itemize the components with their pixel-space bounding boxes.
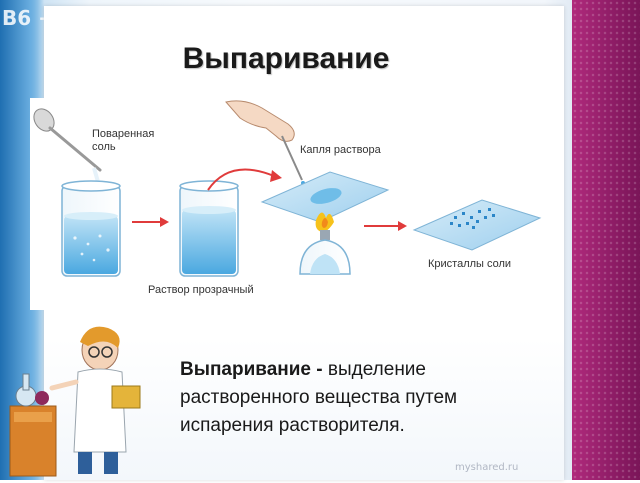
glass-slide-icon <box>412 199 542 251</box>
arrow-icon <box>364 221 407 231</box>
definition-text: Выпаривание - выделение растворенного ве… <box>180 356 540 440</box>
label-salt: Поваренная соль <box>92 128 155 153</box>
definition-body: выделение растворенного вещества путем и… <box>180 359 458 436</box>
beaker-icon <box>179 180 239 277</box>
label-drop: Капля раствора <box>300 144 381 156</box>
right-decorative-panel <box>572 0 640 480</box>
slide-title: Выпаривание <box>182 42 390 75</box>
label-clear-solution: Раствор прозрачный <box>148 284 254 296</box>
arrow-icon <box>132 217 169 227</box>
arrow-icon <box>207 168 282 191</box>
label-crystals: Кристаллы соли <box>428 258 512 270</box>
evaporation-diagram: Поваренная соль Капля раствора Раствор п… <box>30 98 550 310</box>
burner-icon <box>299 212 351 275</box>
definition-term: Выпаривание - <box>180 359 323 380</box>
scientist-illustration <box>8 322 158 483</box>
beaker-icon <box>61 180 121 277</box>
watermark: myshared.ru <box>455 462 519 473</box>
glass-slide-icon <box>260 171 390 223</box>
